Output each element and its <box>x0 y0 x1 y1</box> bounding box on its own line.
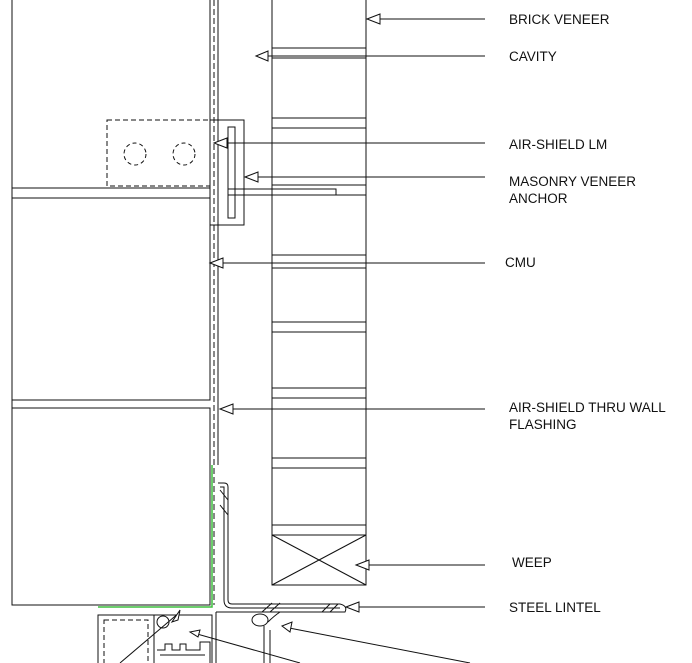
brick-veneer <box>271 0 367 586</box>
air-shield-membrane <box>98 0 219 608</box>
weep-block <box>271 534 367 586</box>
label-steel-lintel: STEEL LINTEL <box>509 600 601 615</box>
window-frame <box>97 609 471 663</box>
label-air-shield-lm: AIR-SHIELD LM <box>509 137 607 152</box>
masonry-veneer-anchor <box>106 119 337 226</box>
label-flashing-line1: AIR-SHIELD THRU WALL <box>509 400 666 415</box>
label-weep: WEEP <box>512 555 552 570</box>
cmu-wall <box>11 0 211 606</box>
flashing-and-lintel <box>215 482 347 663</box>
label-cmu: CMU <box>505 255 536 270</box>
label-brick-veneer: BRICK VENEER <box>509 12 610 27</box>
label-masonry-veneer-anchor-line1: MASONRY VENEER <box>509 174 636 189</box>
leaders <box>208 13 485 613</box>
label-masonry-veneer-anchor-line2: ANCHOR <box>509 191 568 206</box>
label-cavity: CAVITY <box>509 49 557 64</box>
label-flashing-line2: FLASHING <box>509 417 577 432</box>
